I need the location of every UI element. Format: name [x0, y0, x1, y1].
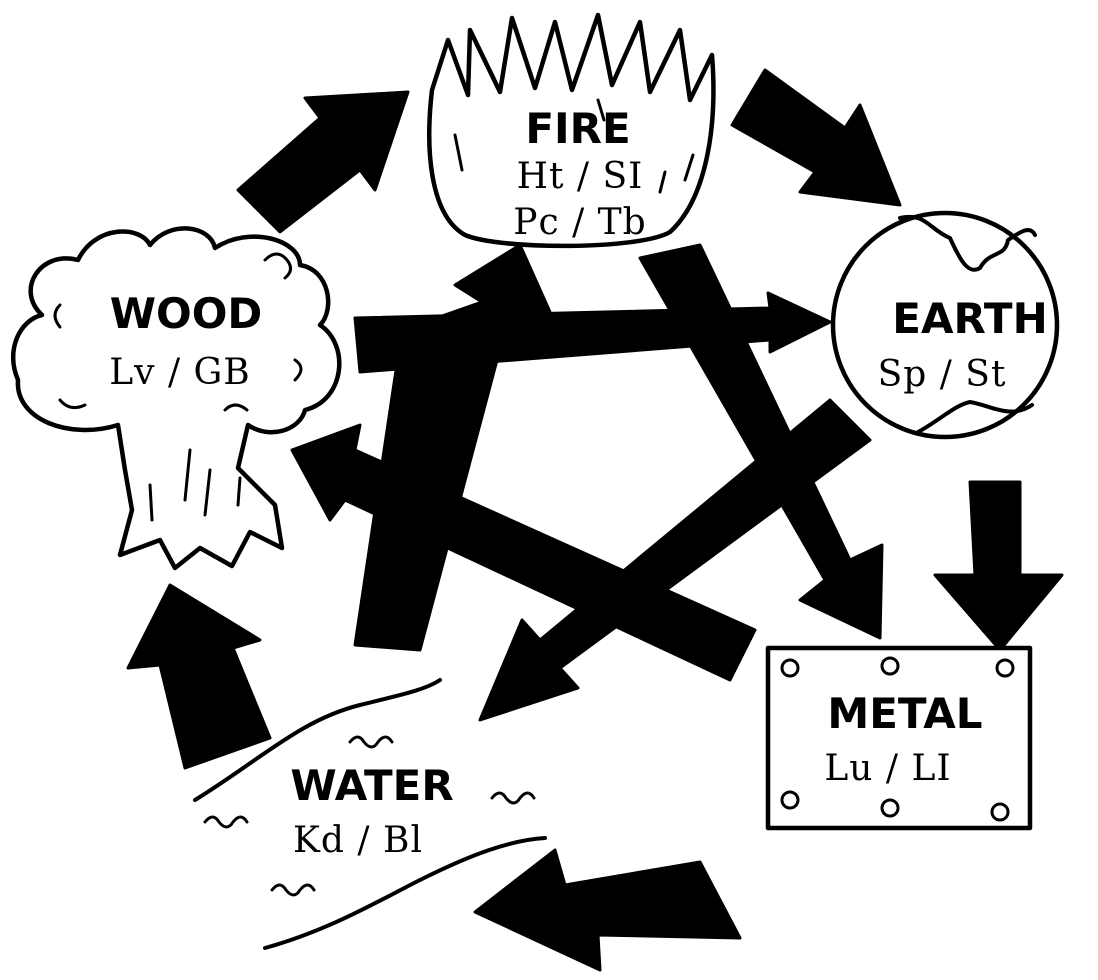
- water-ripple-3: [205, 817, 247, 827]
- generate-arrow-metal-to-water: [475, 850, 740, 970]
- water-organs: Kd / Bl: [293, 820, 423, 861]
- fire-organs-line2: Pc / Tb: [513, 202, 646, 243]
- generate-arrow-fire-to-earth: [732, 70, 900, 205]
- earth-element: EARTH Sp / St: [833, 213, 1057, 437]
- control-arrow-water-to-fire: [355, 245, 550, 650]
- wood-bark-4: [238, 478, 240, 505]
- metal-organs: Lu / LI: [824, 748, 951, 789]
- metal-label: METAL: [827, 689, 982, 738]
- generate-arrow-earth-to-metal: [935, 482, 1062, 650]
- wood-element: WOOD Lv / GB: [13, 228, 339, 568]
- generate-arrow-water-to-wood: [128, 585, 270, 768]
- wood-bark-3: [150, 485, 152, 520]
- water-ripple-2: [492, 793, 534, 803]
- water-ripple-1: [350, 737, 392, 747]
- metal-element: METAL Lu / LI: [768, 648, 1030, 828]
- water-label: WATER: [290, 761, 453, 810]
- metal-plate-shape: [768, 648, 1030, 828]
- wood-label: WOOD: [110, 289, 263, 338]
- earth-organs: Sp / St: [878, 354, 1007, 395]
- generate-arrow-wood-to-fire: [238, 92, 408, 232]
- fire-organs-line1: Ht / SI: [517, 156, 644, 197]
- water-ripple-4: [272, 885, 314, 895]
- wood-organs: Lv / GB: [109, 352, 250, 393]
- fire-label: FIRE: [525, 104, 630, 153]
- earth-label: EARTH: [892, 294, 1047, 343]
- fire-element: FIRE Ht / SI Pc / Tb: [429, 15, 713, 246]
- wood-tree-shape: [13, 228, 339, 568]
